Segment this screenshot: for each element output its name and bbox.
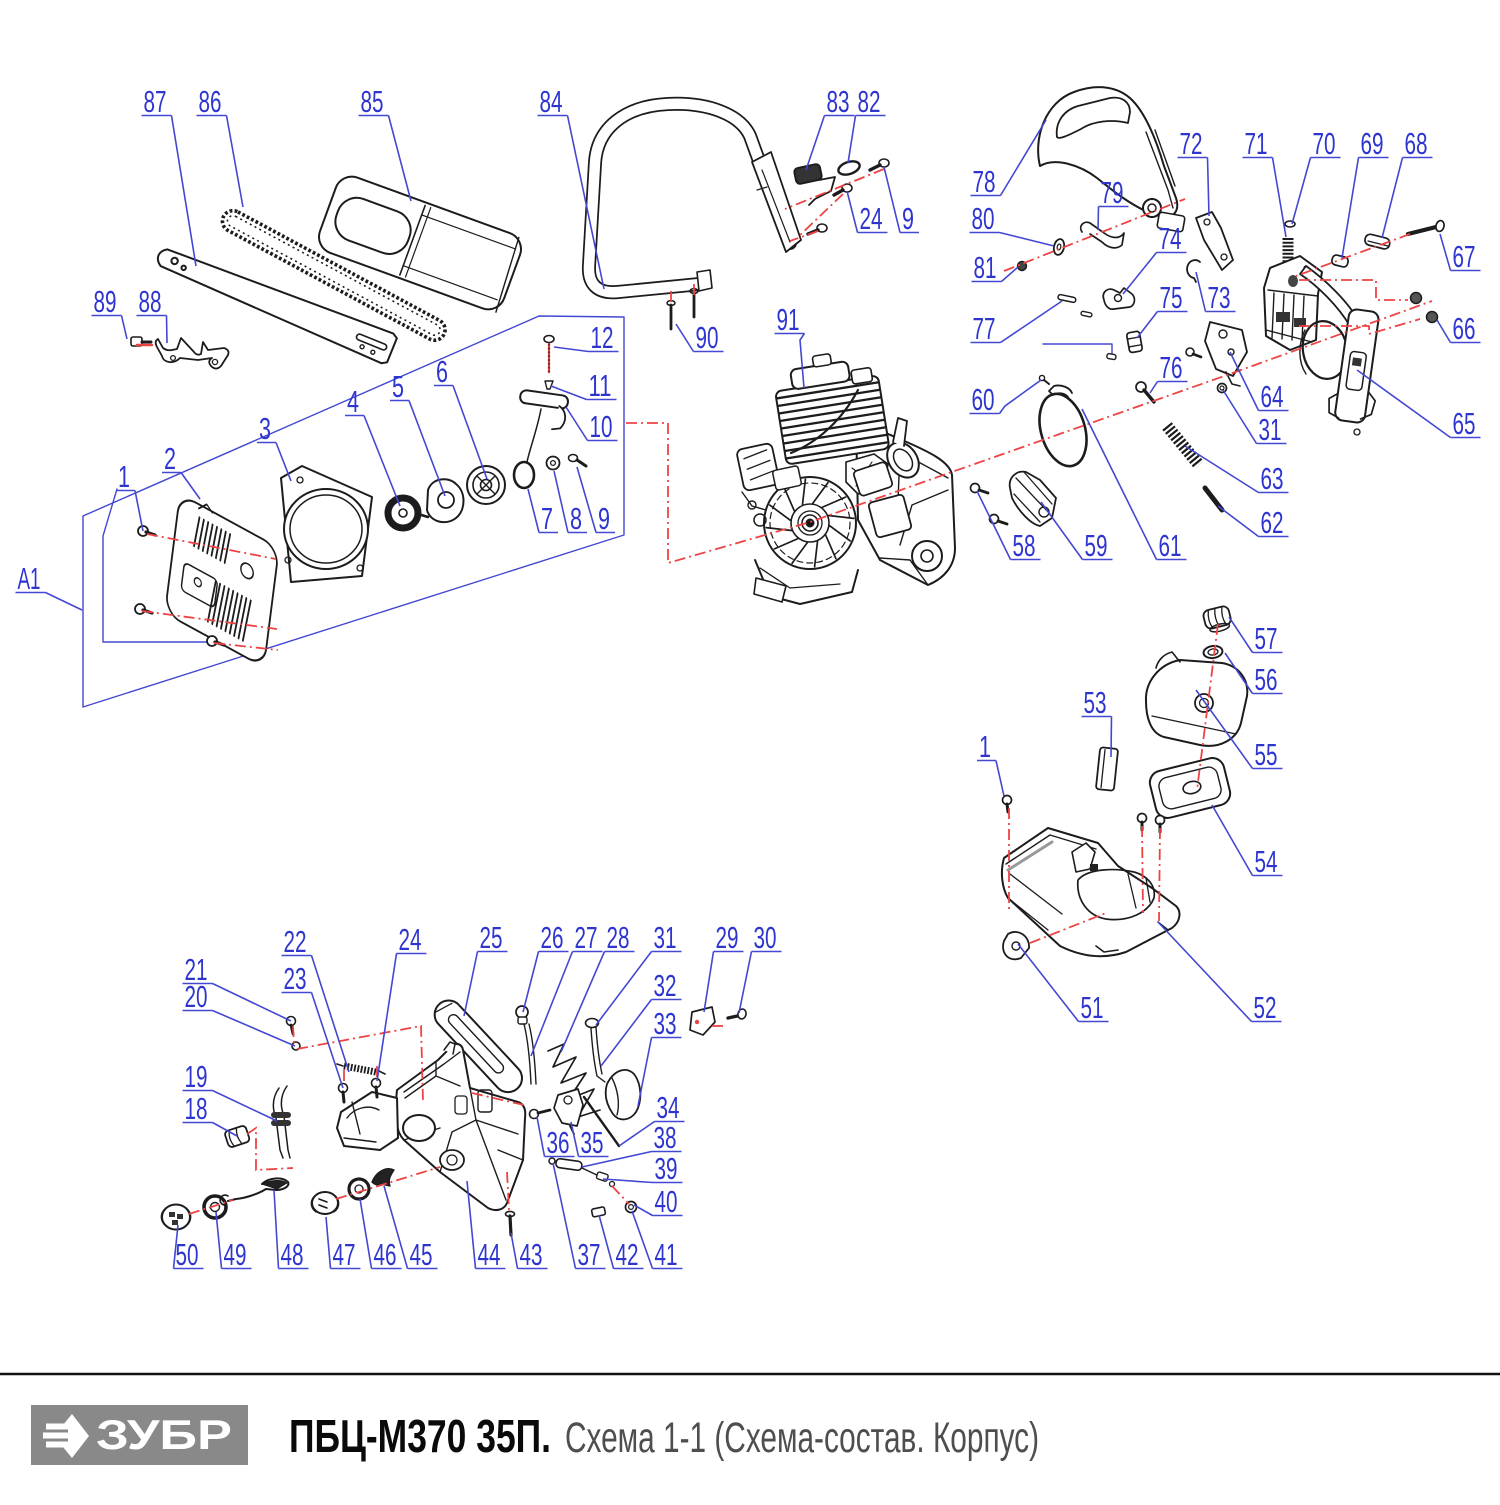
svg-text:71: 71 (1245, 126, 1268, 161)
svg-text:81: 81 (974, 250, 997, 285)
svg-text:18: 18 (185, 1091, 208, 1126)
svg-text:70: 70 (1313, 126, 1336, 161)
svg-text:12: 12 (591, 320, 614, 355)
svg-text:46: 46 (374, 1237, 397, 1272)
svg-text:67: 67 (1453, 239, 1476, 274)
svg-text:49: 49 (224, 1237, 247, 1272)
svg-text:22: 22 (284, 924, 307, 959)
svg-text:50: 50 (176, 1237, 199, 1272)
svg-text:39: 39 (655, 1151, 678, 1186)
svg-text:6: 6 (436, 354, 448, 389)
svg-text:48: 48 (281, 1237, 304, 1272)
svg-text:78: 78 (973, 164, 996, 199)
svg-text:9: 9 (902, 201, 914, 236)
svg-text:24: 24 (399, 922, 422, 957)
svg-text:80: 80 (972, 201, 995, 236)
svg-text:36: 36 (547, 1125, 570, 1160)
svg-text:25: 25 (480, 920, 503, 955)
svg-text:63: 63 (1261, 461, 1284, 496)
svg-text:ПБЦ-М370 35П.: ПБЦ-М370 35П. (289, 1410, 551, 1462)
svg-text:69: 69 (1361, 126, 1384, 161)
svg-text:31: 31 (654, 920, 677, 955)
svg-text:51: 51 (1081, 990, 1104, 1025)
svg-text:89: 89 (94, 284, 117, 319)
svg-text:34: 34 (657, 1090, 680, 1125)
svg-text:28: 28 (607, 920, 630, 955)
svg-text:91: 91 (777, 302, 800, 337)
svg-text:19: 19 (185, 1059, 208, 1094)
svg-text:55: 55 (1255, 737, 1278, 772)
svg-text:73: 73 (1208, 280, 1231, 315)
svg-text:82: 82 (858, 84, 881, 119)
svg-text:64: 64 (1261, 379, 1284, 414)
svg-text:61: 61 (1159, 528, 1182, 563)
svg-text:38: 38 (654, 1120, 677, 1155)
svg-text:59: 59 (1085, 528, 1108, 563)
svg-text:77: 77 (973, 311, 996, 346)
svg-text:7: 7 (541, 501, 553, 536)
svg-text:52: 52 (1254, 990, 1277, 1025)
svg-text:75: 75 (1160, 280, 1183, 315)
svg-text:90: 90 (696, 320, 719, 355)
svg-text:43: 43 (520, 1237, 543, 1272)
svg-text:76: 76 (1160, 350, 1183, 385)
svg-text:35: 35 (581, 1125, 604, 1160)
svg-text:26: 26 (541, 920, 564, 955)
svg-text:5: 5 (392, 369, 404, 404)
svg-text:62: 62 (1261, 505, 1284, 540)
svg-text:1: 1 (979, 729, 991, 764)
svg-text:27: 27 (575, 920, 598, 955)
svg-text:86: 86 (199, 84, 222, 119)
svg-text:53: 53 (1084, 685, 1107, 720)
svg-text:9: 9 (598, 501, 610, 536)
svg-text:37: 37 (578, 1237, 601, 1272)
svg-text:8: 8 (570, 501, 582, 536)
svg-text:44: 44 (478, 1237, 501, 1272)
svg-text:41: 41 (655, 1237, 678, 1272)
svg-text:45: 45 (410, 1237, 433, 1272)
svg-text:47: 47 (333, 1237, 356, 1272)
svg-text:2: 2 (164, 441, 176, 476)
svg-text:42: 42 (616, 1237, 639, 1272)
svg-text:21: 21 (185, 952, 208, 987)
svg-text:88: 88 (139, 284, 162, 319)
svg-text:32: 32 (654, 968, 677, 1003)
svg-text:3: 3 (259, 411, 271, 446)
svg-text:ЗУБР: ЗУБР (96, 1411, 232, 1458)
svg-text:11: 11 (589, 368, 612, 403)
svg-text:10: 10 (590, 409, 613, 444)
svg-text:68: 68 (1405, 126, 1428, 161)
svg-text:84: 84 (540, 84, 563, 119)
svg-text:29: 29 (716, 920, 739, 955)
svg-text:74: 74 (1159, 221, 1182, 256)
svg-text:58: 58 (1013, 528, 1036, 563)
svg-text:56: 56 (1255, 662, 1278, 697)
svg-text:87: 87 (144, 84, 167, 119)
svg-text:1: 1 (118, 459, 130, 494)
svg-text:31: 31 (1259, 412, 1282, 447)
svg-text:40: 40 (655, 1184, 678, 1219)
svg-text:Схема 1-1 (Схема-состав. Корпу: Схема 1-1 (Схема-состав. Корпус) (565, 1414, 1039, 1462)
svg-text:79: 79 (1101, 175, 1124, 210)
svg-text:57: 57 (1255, 621, 1278, 656)
svg-text:66: 66 (1453, 311, 1476, 346)
svg-text:A1: A1 (18, 561, 41, 596)
svg-text:65: 65 (1453, 406, 1476, 441)
svg-text:4: 4 (347, 384, 359, 419)
svg-text:54: 54 (1255, 844, 1278, 879)
svg-text:60: 60 (972, 382, 995, 417)
svg-text:85: 85 (361, 84, 384, 119)
svg-text:33: 33 (654, 1006, 677, 1041)
svg-text:23: 23 (284, 961, 307, 996)
svg-text:72: 72 (1180, 126, 1203, 161)
svg-text:83: 83 (827, 84, 850, 119)
svg-text:20: 20 (185, 979, 208, 1014)
svg-text:30: 30 (754, 920, 777, 955)
svg-text:24: 24 (860, 201, 883, 236)
